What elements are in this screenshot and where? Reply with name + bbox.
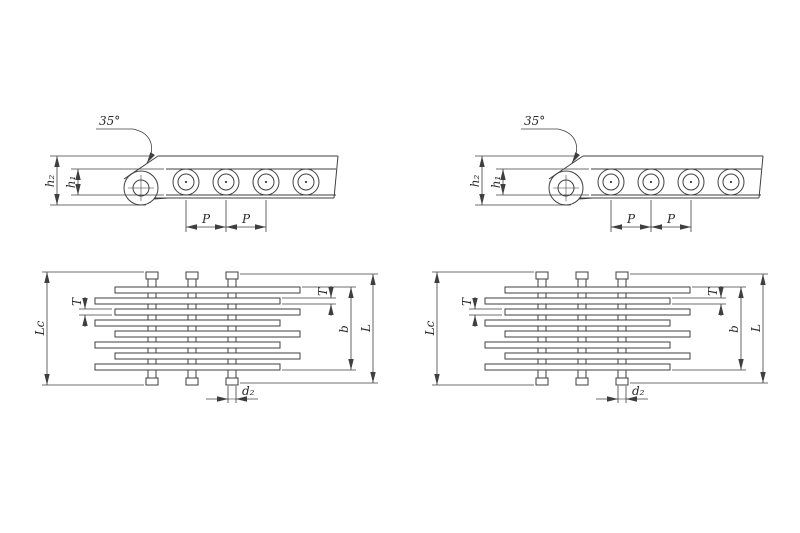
plate-stack: [484, 286, 691, 371]
label-lc: Lc: [33, 320, 47, 336]
plan-view-right: Lc T T b: [423, 271, 768, 403]
pin: [212, 168, 240, 196]
plate-bar: [504, 330, 691, 338]
plate-bar: [114, 308, 301, 316]
plate-bar: [484, 363, 671, 371]
dimension-l: L: [630, 273, 768, 384]
dimension-t-left: T: [70, 297, 112, 327]
label-pitch-1: P: [626, 212, 636, 226]
label-h1: h₁: [64, 176, 78, 189]
plate-bar: [504, 308, 691, 316]
pin: [252, 168, 280, 196]
plate-outline: [154, 155, 339, 199]
dimension-h2: h₂: [43, 155, 153, 206]
plate-bar: [94, 341, 281, 349]
dimension-angle: 35°: [521, 114, 580, 164]
pin: [717, 168, 745, 196]
plan-view-left: Lc T T b: [33, 271, 378, 403]
pin: [637, 168, 665, 196]
label-h2: h₂: [43, 175, 57, 188]
label-l: L: [749, 324, 763, 333]
label-b: b: [337, 325, 351, 333]
label-t-left: T: [460, 297, 474, 306]
dimension-t-right: T: [672, 286, 726, 316]
pin: [597, 168, 625, 196]
label-d2: d₂: [242, 384, 255, 398]
dimension-lc: Lc: [33, 271, 144, 386]
dimension-h2: h₂: [468, 155, 578, 206]
label-t-right: T: [316, 287, 330, 296]
pin: [292, 168, 320, 196]
plate-bar: [484, 341, 671, 349]
dimension-l: L: [240, 273, 378, 384]
pin: [677, 168, 705, 196]
label-t-left: T: [70, 297, 84, 306]
dimension-lc: Lc: [423, 271, 534, 386]
dimension-pitch: P P: [185, 200, 267, 232]
label-l: L: [359, 324, 373, 333]
side-view-right: 35° h₂ h₁ P: [468, 114, 764, 232]
plate-bar: [484, 319, 671, 327]
figure-left: 35° h₂ h₁ P: [33, 114, 378, 403]
label-pitch-2: P: [666, 212, 676, 226]
plate-bar: [484, 297, 671, 305]
label-lc: Lc: [423, 320, 437, 336]
label-angle: 35°: [99, 114, 120, 128]
dimension-angle: 35°: [96, 114, 155, 164]
label-pitch-1: P: [201, 212, 211, 226]
pin: [172, 168, 200, 196]
dimension-b: b: [672, 286, 746, 371]
dimension-h1: h₁: [489, 168, 589, 196]
label-t-right: T: [706, 287, 720, 296]
label-d2: d₂: [632, 384, 645, 398]
plate-bar: [94, 363, 281, 371]
plate-bar: [94, 319, 281, 327]
dimension-d2: d₂: [596, 384, 648, 403]
label-pitch-2: P: [241, 212, 251, 226]
dimension-b: b: [282, 286, 356, 371]
plate-bar: [114, 286, 301, 294]
plate-bar: [504, 352, 691, 360]
plate-bar: [504, 286, 691, 294]
label-angle: 35°: [524, 114, 545, 128]
label-h2: h₂: [468, 175, 482, 188]
side-view-left: 35° h₂ h₁ P: [43, 114, 339, 232]
dimension-t-right: T: [282, 286, 336, 316]
plate-bar: [114, 330, 301, 338]
label-b: b: [727, 325, 741, 333]
label-h1: h₁: [489, 176, 503, 189]
plate-outline: [579, 155, 764, 199]
plate-bar: [114, 352, 301, 360]
dimension-t-left: T: [460, 297, 502, 327]
plate-bar: [94, 297, 281, 305]
figure-right: 35° h₂ h₁ P: [423, 114, 768, 403]
dimension-h1: h₁: [64, 168, 164, 196]
plate-stack: [94, 286, 301, 371]
dimension-pitch: P P: [610, 200, 692, 232]
dimension-d2: d₂: [206, 384, 258, 403]
